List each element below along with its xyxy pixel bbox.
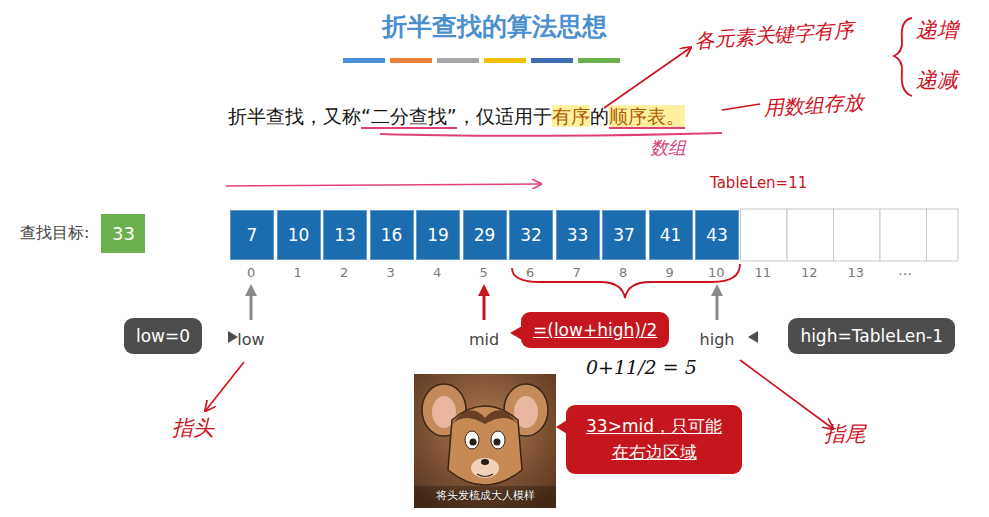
- index-number: 5: [480, 265, 488, 280]
- index-number: 2: [340, 265, 348, 280]
- index-number: 0: [247, 265, 255, 280]
- pen-brace: [894, 18, 912, 96]
- cell-value: 41: [660, 225, 682, 245]
- array-cell: 16: [370, 210, 414, 260]
- cell-value: 37: [613, 225, 635, 245]
- callout-text: low=0: [136, 326, 190, 346]
- handwritten-note: 指头: [172, 414, 214, 442]
- array-cell: 33: [556, 210, 600, 260]
- pointer-arrow: [483, 290, 486, 320]
- target-heading: 查找目标:: [20, 223, 89, 244]
- target-box: 查找目标: 33: [20, 214, 145, 253]
- callout-box: low=0: [124, 318, 202, 354]
- picture-caption: 将头发梳成大人模样: [436, 488, 535, 503]
- index-number: 6: [526, 265, 534, 280]
- pen-arrow: [722, 104, 760, 110]
- length-note: TableLen=11: [710, 174, 807, 192]
- index-number: 8: [619, 265, 627, 280]
- handwritten-note: 数组: [650, 136, 686, 160]
- intro-sentence: 折半查找，又称“二分查找”，仅适用于有序的顺序表。: [228, 104, 685, 130]
- callout-text: high=TableLen-1: [800, 326, 943, 346]
- title: 折半查找的算法思想: [382, 10, 607, 43]
- sentence-part: 顺序表。: [609, 105, 685, 129]
- array-cell: 37: [602, 210, 646, 260]
- handwritten-note: 用数组存放: [763, 89, 864, 121]
- empty-cell: [834, 209, 881, 261]
- index-number: 11: [754, 265, 771, 280]
- pen-arrow: [226, 184, 540, 186]
- array-cell: 32: [509, 210, 553, 260]
- callout-text: =(low+high)/2: [533, 320, 657, 340]
- pen-arrow: [604, 48, 690, 108]
- pointer-name: high: [700, 330, 735, 349]
- sentence-part: 的: [590, 105, 609, 127]
- empty-cell: [927, 209, 959, 261]
- sentence-part: “二分查找”: [361, 105, 457, 129]
- sentence-part: 折半查找，又称: [228, 105, 361, 127]
- callout-tail: [228, 331, 238, 343]
- cell-value: 10: [288, 225, 310, 245]
- index-number: 10: [708, 265, 725, 280]
- pointer-arrow: [250, 290, 253, 320]
- handwritten-note: 递增: [916, 16, 958, 44]
- callout-tail: [748, 331, 758, 343]
- array-cell: 29: [463, 210, 507, 260]
- cell-value: 7: [247, 225, 258, 245]
- cell-value: 19: [427, 225, 449, 245]
- callout-box: =(low+high)/2: [521, 312, 669, 348]
- array-cell: 10: [277, 210, 321, 260]
- callout-box: 33>mid，只可能 在右边区域: [566, 405, 742, 474]
- array-cell: 43: [695, 210, 739, 260]
- cell-value: 32: [520, 225, 542, 245]
- index-number: 7: [573, 265, 581, 280]
- empty-cells: [741, 209, 959, 261]
- index-number: …: [898, 262, 912, 278]
- index-number: 13: [847, 265, 864, 280]
- handwritten-note: 指尾: [824, 420, 866, 448]
- array-cell: 7: [230, 210, 274, 260]
- handwritten-note: 各元素关键字有序: [693, 16, 854, 54]
- index-number: 3: [387, 265, 395, 280]
- pen-arrow: [206, 362, 244, 410]
- index-number: 12: [801, 265, 818, 280]
- cell-value: 33: [567, 225, 589, 245]
- index-number: 4: [433, 265, 441, 280]
- array-cell: 41: [649, 210, 693, 260]
- cell-value: 16: [381, 225, 403, 245]
- pen-arrow: [740, 360, 832, 428]
- array-cell: 19: [416, 210, 460, 260]
- handwritten-note: 0+11/2 = 5: [586, 356, 697, 378]
- pen-underline: [380, 133, 722, 136]
- sentence-part: ，仅适用于: [457, 105, 552, 127]
- pointer-arrow: [716, 290, 719, 320]
- sentence-part: 有序: [552, 105, 590, 127]
- mouse-picture: [414, 374, 556, 508]
- title-bar: [343, 58, 620, 63]
- empty-cell: [787, 209, 834, 261]
- cell-value: 43: [706, 225, 728, 245]
- pen-bracket: [512, 264, 740, 298]
- pointer-name: low: [237, 330, 264, 349]
- array-cell: 13: [323, 210, 367, 260]
- pointer-name: mid: [469, 330, 499, 349]
- target-value: 33: [101, 214, 145, 253]
- handwritten-note: 递减: [916, 66, 958, 94]
- empty-cell: [880, 209, 927, 261]
- cell-value: 13: [334, 225, 356, 245]
- callout-text: 33>mid，只可能 在右边区域: [578, 413, 730, 466]
- empty-cell: [741, 209, 788, 261]
- index-number: 1: [294, 265, 302, 280]
- callout-box: high=TableLen-1: [788, 318, 955, 354]
- index-number: 9: [666, 265, 674, 280]
- cell-value: 29: [474, 225, 496, 245]
